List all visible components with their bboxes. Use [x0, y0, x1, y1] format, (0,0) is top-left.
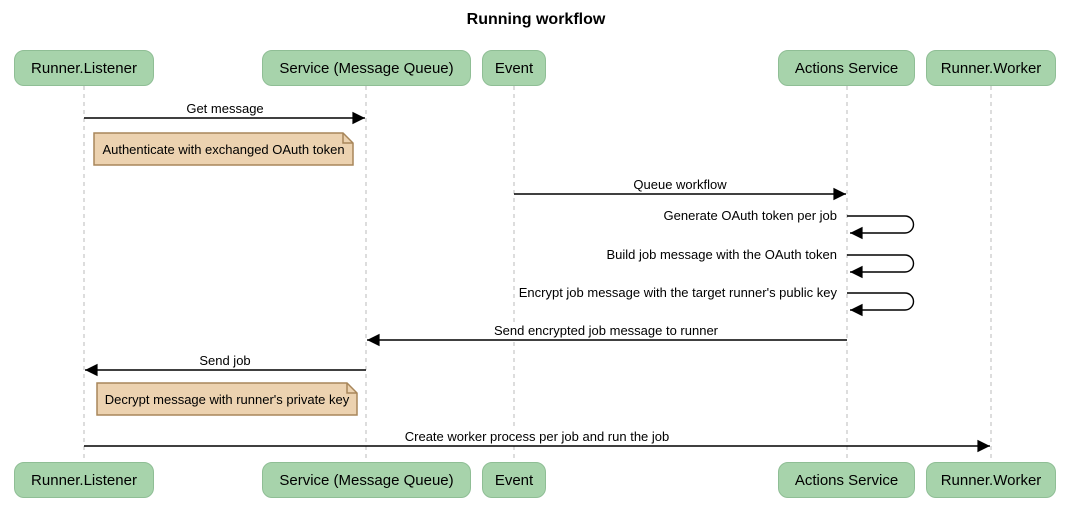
self-loop-encrypt-job-message	[847, 292, 915, 317]
participant-top-actions-service: Actions Service	[778, 50, 915, 86]
participant-label: Runner.Listener	[31, 471, 137, 489]
message-label-queue-workflow: Queue workflow	[630, 177, 730, 193]
participant-top-runner-listener: Runner.Listener	[14, 50, 154, 86]
note-authenticate-oauth: Authenticate with exchanged OAuth token	[102, 141, 345, 157]
participant-label: Runner.Listener	[31, 59, 137, 77]
diagram-title: Running workflow	[466, 11, 606, 28]
participant-top-event: Event	[482, 50, 546, 86]
participant-label: Actions Service	[794, 471, 899, 489]
message-label-generate-oauth-token: Generate OAuth token per job	[660, 208, 840, 224]
participant-top-service-message-queue: Service (Message Queue)	[262, 50, 471, 86]
participant-label: Runner.Worker	[940, 471, 1042, 489]
note-decrypt-private-key: Decrypt message with runner's private ke…	[104, 391, 350, 407]
message-label-get-message: Get message	[183, 101, 267, 117]
message-label-send-encrypted-job-message: Send encrypted job message to runner	[490, 323, 722, 339]
message-label-encrypt-job-message: Encrypt job message with the target runn…	[515, 285, 840, 301]
message-label-build-job-message: Build job message with the OAuth token	[603, 247, 840, 263]
self-loop-generate-oauth-token	[847, 215, 915, 240]
participant-bottom-runner-listener: Runner.Listener	[14, 462, 154, 498]
participant-label: Actions Service	[794, 59, 899, 77]
participant-label: Event	[494, 59, 534, 77]
participant-bottom-service-message-queue: Service (Message Queue)	[262, 462, 471, 498]
participant-label: Runner.Worker	[940, 59, 1042, 77]
note-shape-authenticate	[93, 132, 354, 166]
participant-bottom-actions-service: Actions Service	[778, 462, 915, 498]
participant-bottom-runner-worker: Runner.Worker	[926, 462, 1056, 498]
participant-bottom-event: Event	[482, 462, 546, 498]
participant-top-runner-worker: Runner.Worker	[926, 50, 1056, 86]
participant-label: Service (Message Queue)	[279, 471, 454, 489]
message-label-create-worker-process: Create worker process per job and run th…	[401, 429, 673, 445]
participant-label: Event	[494, 471, 534, 489]
self-loop-build-job-message	[847, 254, 915, 279]
note-shape-decrypt	[96, 382, 358, 416]
message-label-send-job: Send job	[196, 353, 254, 369]
participant-label: Service (Message Queue)	[279, 59, 454, 77]
